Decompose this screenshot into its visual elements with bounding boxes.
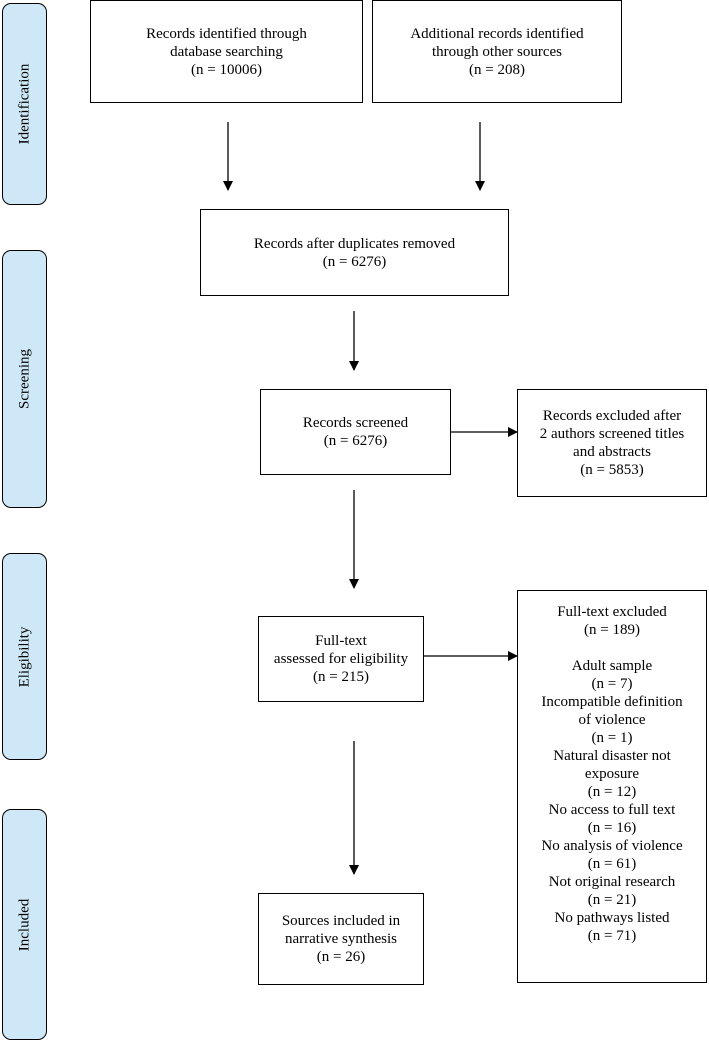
duplicates-removed-line-1: Records after duplicates removed — [253, 235, 456, 252]
full-text-assessed-line-1: Full-text — [315, 633, 367, 649]
full-text-assessed-line-2: assessed for eligibility — [273, 651, 409, 667]
excluded-screening-box: Records excluded after 2 authors screene… — [517, 389, 707, 497]
reason-no-access-count: (n = 16) — [587, 820, 637, 836]
full-text-assessed-box: Full-text assessed for eligibility (n = … — [258, 616, 424, 702]
reason-natural-disaster-cont: exposure — [584, 766, 640, 782]
reason-incompatible-definition-cont: of violence — [578, 712, 646, 728]
reason-no-analysis-count: (n = 61) — [587, 856, 637, 872]
records-screened-line-1: Records screened — [302, 415, 409, 431]
other-sources-box: Additional records identified through ot… — [372, 0, 622, 103]
reason-natural-disaster-count: (n = 12) — [587, 784, 637, 800]
stage-eligibility: Eligibility — [2, 553, 47, 760]
reason-not-original-count: (n = 21) — [587, 892, 637, 908]
reason-incompatible-definition: Incompatible definition — [541, 694, 683, 710]
excluded-screening-line-3: and abstracts — [573, 444, 651, 460]
reason-natural-disaster: Natural disaster not — [553, 748, 671, 764]
database-search-line-2: database searching — [170, 43, 283, 60]
database-search-line-1: Records identified through — [146, 25, 307, 42]
duplicates-removed-box: Records after duplicates removed (n = 62… — [200, 209, 509, 296]
included-line-1: Sources included in — [281, 913, 401, 929]
included-count: (n = 26) — [316, 949, 366, 965]
excluded-screening-line-1: Records excluded after — [542, 408, 682, 424]
reason-adult-sample-count: (n = 7) — [591, 676, 633, 692]
duplicates-removed-count: (n = 6276) — [322, 253, 387, 270]
included-line-2: narrative synthesis — [284, 931, 398, 947]
full-text-excluded-title: Full-text excluded — [557, 604, 667, 620]
stage-included: Included — [2, 809, 47, 1040]
excluded-screening-line-2: 2 authors screened titles — [539, 426, 685, 442]
excluded-screening-count: (n = 5853) — [580, 462, 644, 478]
reason-not-original: Not original research — [548, 874, 676, 890]
other-sources-count: (n = 208) — [469, 61, 525, 78]
database-search-count: (n = 10006) — [191, 61, 262, 78]
other-sources-line-2: through other sources — [432, 43, 562, 60]
full-text-excluded-box: Full-text excluded (n = 189) Adult sampl… — [517, 590, 707, 983]
stage-screening: Screening — [2, 250, 47, 508]
records-screened-count: (n = 6276) — [323, 433, 388, 449]
reason-no-access: No access to full text — [548, 802, 676, 818]
reason-no-pathways-count: (n = 71) — [587, 928, 637, 944]
reason-no-pathways: No pathways listed — [554, 910, 670, 926]
stage-identification: Identification — [2, 3, 47, 205]
full-text-assessed-count: (n = 215) — [313, 669, 369, 685]
database-search-box: Records identified through database sear… — [90, 0, 363, 103]
other-sources-line-1: Additional records identified — [410, 25, 584, 42]
reason-no-analysis: No analysis of violence — [541, 838, 683, 854]
reason-adult-sample: Adult sample — [571, 658, 653, 674]
full-text-excluded-count: (n = 189) — [584, 622, 640, 638]
reason-incompatible-definition-count: (n = 1) — [591, 730, 633, 746]
included-box: Sources included in narrative synthesis … — [258, 893, 424, 985]
records-screened-box: Records screened (n = 6276) — [260, 389, 451, 475]
